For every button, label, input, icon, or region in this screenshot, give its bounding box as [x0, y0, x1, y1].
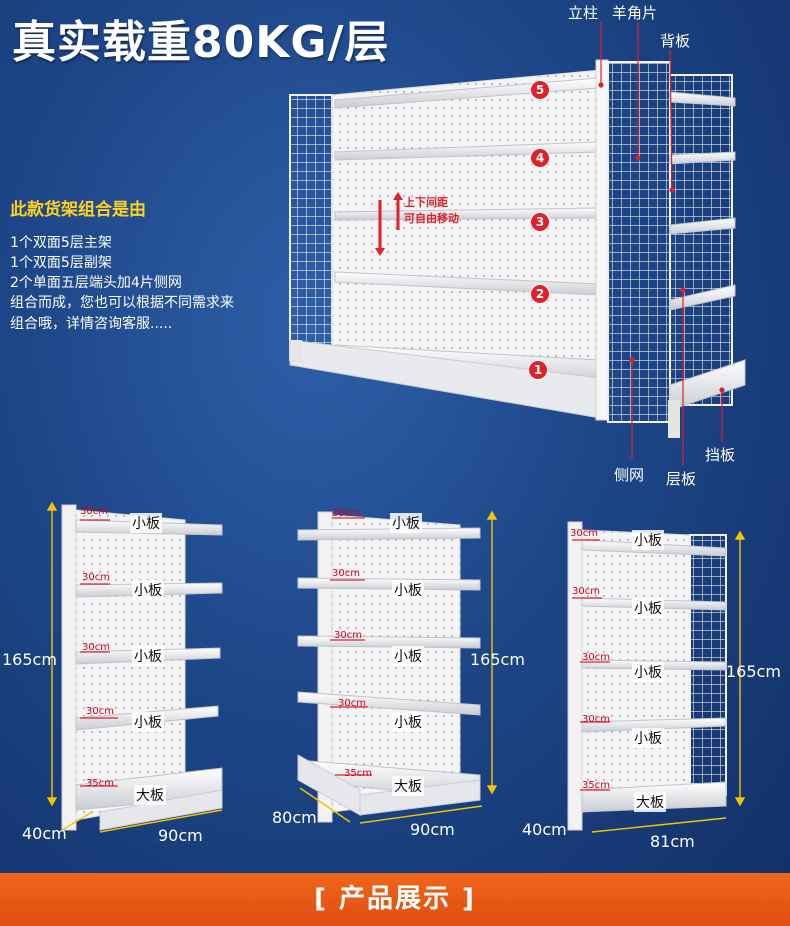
- headline: 真实载重80KG/层: [12, 17, 390, 68]
- shelf-level-badge: 2: [530, 284, 550, 304]
- shelf2-size: 35cm: [344, 768, 372, 779]
- shelf1-board-label: 小板: [132, 712, 164, 732]
- callout-pillar: 立柱: [568, 4, 599, 22]
- shelf2-board-label: 大板: [392, 776, 424, 796]
- shelf3-board-label: 小板: [632, 598, 664, 618]
- footer-title: [ 产品展示 ]: [314, 884, 476, 914]
- callout-layer: 层板: [666, 470, 697, 488]
- shelf1-board-label: 小板: [132, 646, 164, 666]
- move-note-line: 上下间距: [404, 196, 448, 209]
- shelf1-size: 30cm: [80, 506, 108, 517]
- combo-line: 2个单面五层端头加4片侧网: [10, 275, 182, 291]
- callout-baffle: 挡板: [705, 446, 736, 464]
- shelf1-size: 30cm: [86, 706, 114, 717]
- shelf1-height: 165cm: [2, 650, 57, 669]
- shelf3-size: 35cm: [582, 780, 610, 791]
- shelf2-size: 30cm: [338, 698, 366, 709]
- shelf3-size: 30cm: [582, 714, 610, 725]
- shelf2-size: 30cm: [332, 508, 360, 519]
- shelf3-board-label: 小板: [632, 662, 664, 682]
- shelf1-width: 90cm: [158, 826, 203, 845]
- shelf1-board-label: 大板: [134, 785, 166, 805]
- shelf-level-badge: 1: [528, 360, 548, 380]
- right-side-net: [607, 61, 671, 423]
- shelf2-height: 165cm: [470, 650, 525, 669]
- shelf1-size: 30cm: [82, 642, 110, 653]
- shelf3-size: 30cm: [570, 528, 598, 539]
- shelf2-size: 30cm: [334, 630, 362, 641]
- shelf-level-badge: 3: [530, 212, 550, 232]
- shelf-level-badge: 5: [530, 80, 550, 100]
- left-side-net: [289, 94, 333, 361]
- shelf2-board-label: 小板: [392, 580, 424, 600]
- shelf2-board-label: 小板: [392, 712, 424, 732]
- shelf2-width: 90cm: [410, 820, 455, 839]
- shelf2-size: 30cm: [332, 568, 360, 579]
- shelf2-board-label: 小板: [390, 513, 422, 533]
- callout-horn: 羊角片: [612, 4, 658, 22]
- main-shelf-assembly: [289, 22, 746, 465]
- shelf2-board-label: 小板: [392, 646, 424, 666]
- combo-title: 此款货架组合是由: [10, 200, 146, 220]
- shelf-unit-1: [46, 501, 223, 833]
- shelf2-depth: 80cm: [272, 808, 317, 827]
- pillar: [595, 59, 609, 421]
- shelf3-height: 165cm: [726, 662, 781, 681]
- move-note-line: 可自由移动: [404, 212, 459, 225]
- shelf3-depth: 40cm: [522, 820, 567, 839]
- callout-sidenet: 侧网: [614, 466, 645, 484]
- shelf3-width: 81cm: [650, 832, 695, 851]
- callout-backboard: 背板: [660, 32, 691, 50]
- shelf1-depth: 40cm: [22, 824, 67, 843]
- shelf3-board-label: 大板: [634, 792, 666, 812]
- shelf1-size: 35cm: [86, 778, 114, 789]
- shelf3-size: 30cm: [582, 652, 610, 663]
- combo-line: 1个双面5层副架: [10, 255, 112, 271]
- shelf1-size: 30cm: [82, 572, 110, 583]
- combo-line: 组合哦，详情咨询客服.....: [10, 316, 173, 332]
- shelf3-board-label: 小板: [632, 728, 664, 748]
- shelf3-size: 30cm: [572, 586, 600, 597]
- shelf3-board-label: 小板: [632, 530, 664, 550]
- combo-line: 1个双面5层主架: [10, 235, 112, 251]
- combo-line: 组合而成，您也可以根据不同需求来: [10, 295, 234, 311]
- shelf1-board-label: 小板: [132, 580, 164, 600]
- footer-bar: [0, 873, 790, 926]
- shelf-level-badge: 4: [530, 148, 550, 168]
- shelf1-board-label: 小板: [130, 513, 162, 533]
